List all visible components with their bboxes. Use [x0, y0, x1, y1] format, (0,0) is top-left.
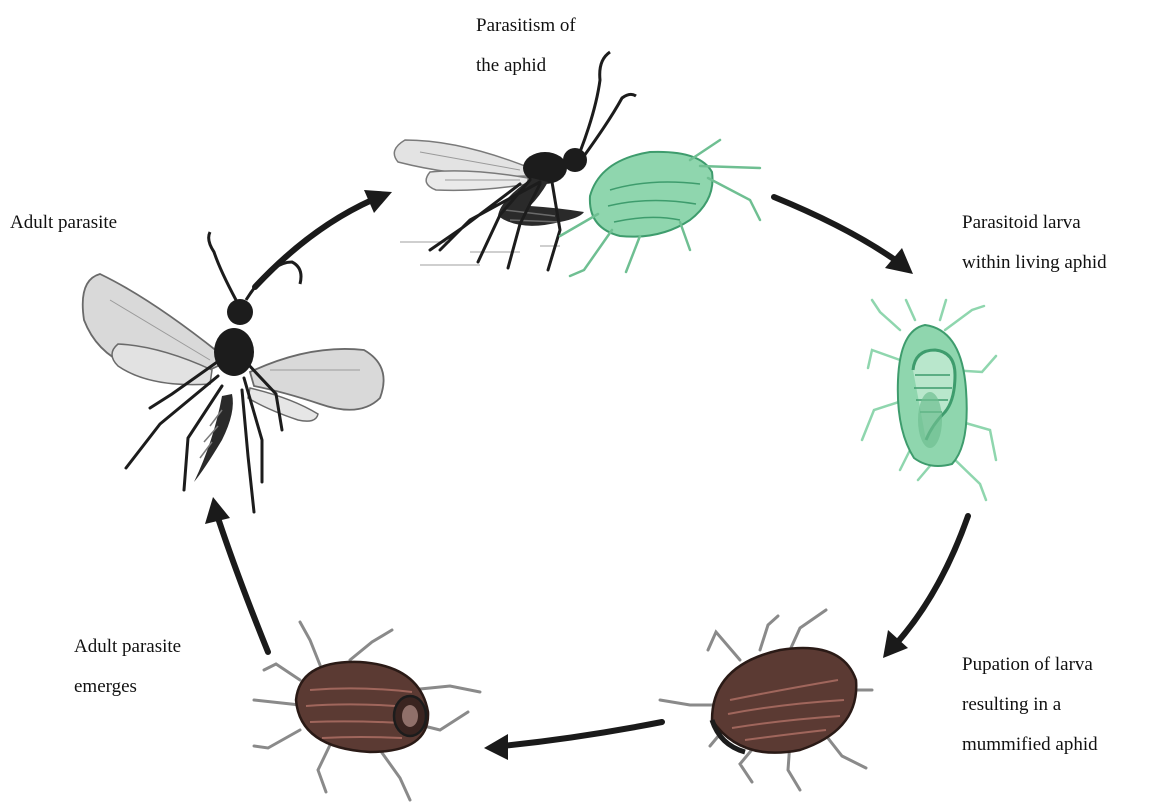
arrow-larva-to-pupation	[883, 516, 968, 658]
arrow-parasitism-to-larva	[774, 197, 913, 274]
label-parasitism-of-the-aphid: Parasitism of the aphid	[476, 6, 576, 86]
wasp-parasitizing-aphid-icon	[394, 52, 760, 276]
green-aphid-icon	[560, 140, 760, 276]
arrow-adult-to-parasitism	[255, 190, 392, 287]
emerged-mummy-aphid-icon	[254, 622, 480, 800]
parasitized-aphid-larva-icon	[862, 300, 996, 500]
label-parasitoid-larva: Parasitoid larva within living aphid	[962, 203, 1107, 283]
adult-wasp-icon	[83, 232, 384, 512]
label-adult-parasite: Adult parasite	[10, 203, 117, 243]
label-pupation-of-larva: Pupation of larva resulting in a mummifi…	[962, 645, 1098, 765]
arrow-emerges-to-adult	[205, 497, 268, 652]
mummified-aphid-icon	[660, 610, 872, 790]
label-adult-parasite-emerges: Adult parasite emerges	[74, 627, 181, 707]
arrow-pupation-to-emerges	[484, 722, 662, 760]
